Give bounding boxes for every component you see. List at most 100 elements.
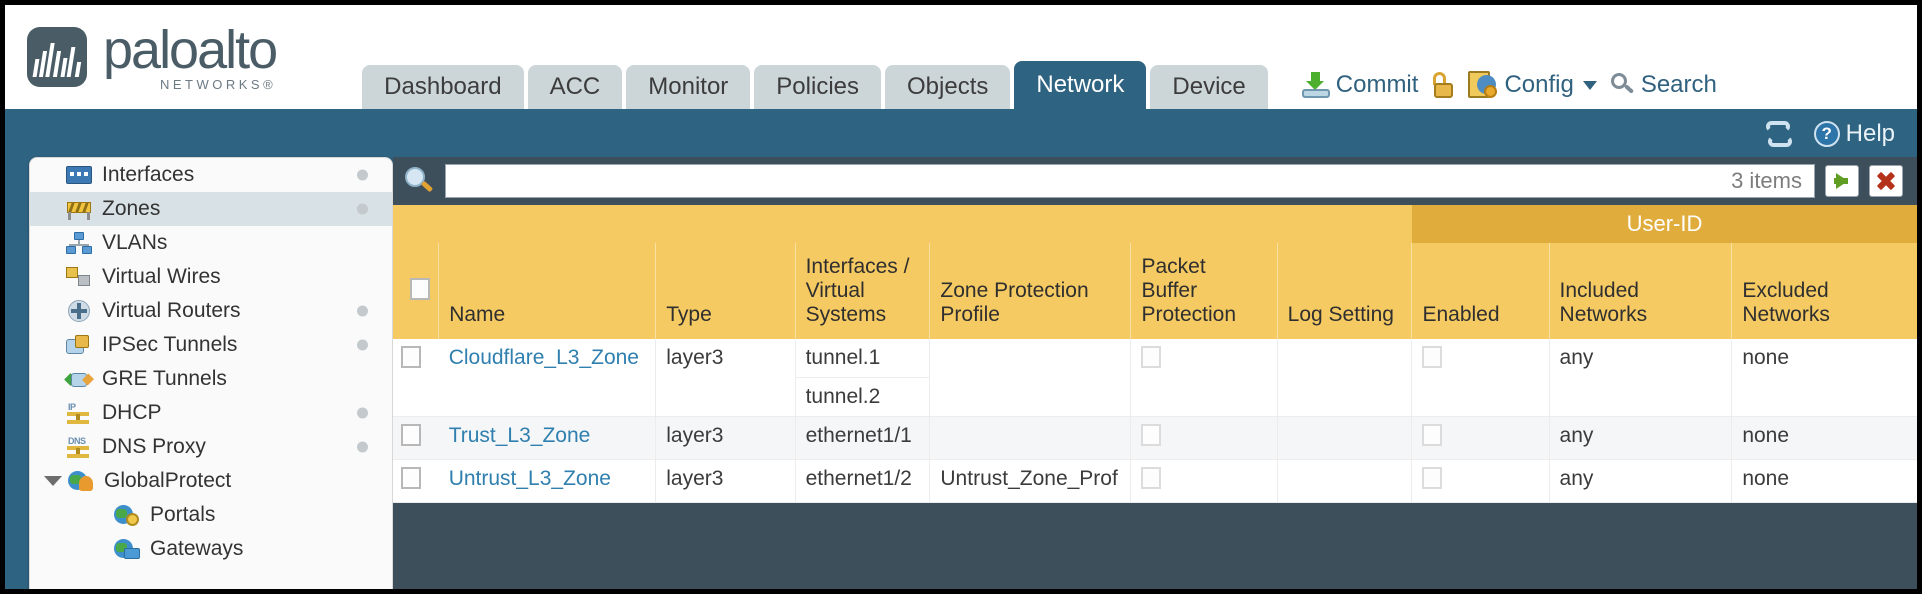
cell-excluded-networks: none bbox=[1731, 416, 1917, 460]
zone-name-link[interactable]: Cloudflare_L3_Zone bbox=[448, 346, 639, 369]
row-checkbox[interactable] bbox=[401, 346, 421, 368]
search-button[interactable]: Search bbox=[1610, 71, 1717, 99]
col-name[interactable]: Name bbox=[438, 243, 656, 339]
clear-filter-button[interactable] bbox=[1869, 165, 1903, 197]
sidebar-item-ipsec-tunnels[interactable]: IPSec Tunnels bbox=[30, 328, 392, 362]
row-checkbox[interactable] bbox=[401, 467, 421, 489]
sidebar-label-dns-proxy: DNS Proxy bbox=[102, 435, 206, 458]
table-row[interactable]: Cloudflare_L3_Zone layer3 tunnel.1 tunne… bbox=[393, 339, 1917, 417]
help-icon: ? bbox=[1813, 121, 1840, 147]
help-label: Help bbox=[1845, 120, 1895, 147]
userid-enabled-checkbox[interactable] bbox=[1422, 346, 1443, 368]
commit-button[interactable]: Commit bbox=[1301, 71, 1419, 99]
cell-zone-protection-profile: Untrust_Zone_Prof bbox=[929, 459, 1131, 503]
cell-log-setting bbox=[1276, 459, 1412, 503]
sidebar-label-gre-tunnels: GRE Tunnels bbox=[102, 367, 227, 390]
cell-type: layer3 bbox=[655, 339, 796, 417]
unlock-button[interactable] bbox=[1432, 72, 1454, 98]
cell-userid-enabled bbox=[1411, 416, 1550, 460]
sidebar-item-zones[interactable]: Zones bbox=[30, 192, 392, 226]
cell-log-setting bbox=[1276, 339, 1412, 417]
sidebar-item-dns-proxy[interactable]: DNS DNS Proxy bbox=[30, 430, 392, 464]
vlans-icon bbox=[66, 232, 92, 254]
row-select-cell bbox=[393, 339, 439, 417]
cell-included-networks: any bbox=[1548, 459, 1732, 503]
interface-entry: tunnel.2 bbox=[805, 385, 881, 408]
virtual-wires-icon bbox=[66, 266, 92, 288]
sidebar-item-globalprotect[interactable]: GlobalProtect bbox=[30, 464, 392, 498]
userid-enabled-checkbox[interactable] bbox=[1422, 467, 1443, 489]
help-button[interactable]: ? Help bbox=[1813, 120, 1895, 148]
group-header-userid: User-ID bbox=[1411, 205, 1917, 243]
expand-triangle-icon[interactable] bbox=[44, 476, 62, 486]
tab-monitor[interactable]: Monitor bbox=[626, 65, 751, 109]
row-checkbox[interactable] bbox=[401, 424, 421, 446]
table-header-row: Name Type Interfaces / Virtual Systems Z… bbox=[393, 243, 1917, 339]
cell-interfaces: ethernet1/2 bbox=[794, 459, 930, 503]
brand-name: paloalto bbox=[103, 20, 278, 80]
ipsec-tunnels-icon bbox=[66, 334, 92, 356]
config-menu-button[interactable]: Config bbox=[1468, 71, 1597, 99]
col-log-setting[interactable]: Log Setting bbox=[1276, 243, 1412, 339]
sidebar-item-gateways[interactable]: Gateways bbox=[30, 532, 392, 566]
globalprotect-icon bbox=[68, 470, 94, 492]
sidebar-label-gateways: Gateways bbox=[150, 537, 244, 560]
table-row[interactable]: Untrust_L3_Zone layer3 ethernet1/2 Untru… bbox=[393, 459, 1917, 503]
packet-buffer-checkbox[interactable] bbox=[1141, 346, 1162, 368]
row-select-cell bbox=[393, 459, 439, 503]
col-packet-buffer-protection[interactable]: Packet Buffer Protection bbox=[1130, 243, 1278, 339]
tab-objects[interactable]: Objects bbox=[885, 65, 1011, 109]
zone-name-link[interactable]: Untrust_L3_Zone bbox=[448, 467, 611, 490]
cell-packet-buffer-protection bbox=[1130, 459, 1278, 503]
sidebar-label-virtual-routers: Virtual Routers bbox=[102, 299, 241, 322]
sidebar-label-globalprotect: GlobalProtect bbox=[104, 469, 232, 492]
network-sidebar: Interfaces Zones VLANs bbox=[29, 157, 393, 589]
tab-acc[interactable]: ACC bbox=[527, 65, 623, 109]
row-select-cell bbox=[393, 416, 439, 460]
sidebar-item-interfaces[interactable]: Interfaces bbox=[30, 158, 392, 192]
col-interfaces[interactable]: Interfaces / Virtual Systems bbox=[794, 243, 930, 339]
cell-zone-protection-profile bbox=[929, 416, 1131, 460]
tab-policies[interactable]: Policies bbox=[754, 65, 881, 109]
cell-packet-buffer-protection bbox=[1130, 416, 1278, 460]
dns-proxy-icon: DNS bbox=[66, 436, 92, 458]
main-nav-tabs: Dashboard ACC Monitor Policies Objects N… bbox=[362, 61, 1272, 109]
tab-device[interactable]: Device bbox=[1150, 65, 1268, 109]
col-type[interactable]: Type bbox=[655, 243, 796, 339]
apply-filter-button[interactable] bbox=[1825, 165, 1859, 197]
unlock-icon bbox=[1432, 72, 1454, 98]
col-userid-enabled[interactable]: Enabled bbox=[1411, 243, 1550, 339]
col-zone-protection-profile[interactable]: Zone Protection Profile bbox=[929, 243, 1131, 339]
packet-buffer-checkbox[interactable] bbox=[1141, 424, 1162, 446]
sidebar-item-virtual-routers[interactable]: Virtual Routers bbox=[30, 294, 392, 328]
select-all-checkbox[interactable] bbox=[409, 277, 430, 300]
sidebar-item-dhcp[interactable]: IP DHCP bbox=[30, 396, 392, 430]
commit-label: Commit bbox=[1335, 71, 1419, 98]
sidebar-item-portals[interactable]: Portals bbox=[30, 498, 392, 532]
col-included-networks[interactable]: Included Networks bbox=[1548, 243, 1732, 339]
zone-name-link[interactable]: Trust_L3_Zone bbox=[448, 424, 591, 447]
userid-enabled-checkbox[interactable] bbox=[1422, 424, 1443, 446]
filter-toolbar: 3 items bbox=[393, 157, 1917, 205]
cell-type: layer3 bbox=[655, 416, 796, 460]
sidebar-label-dhcp: DHCP bbox=[102, 401, 162, 424]
cell-userid-enabled bbox=[1411, 459, 1550, 503]
packet-buffer-checkbox[interactable] bbox=[1141, 467, 1162, 489]
zones-content-panel: 3 items User-ID bbox=[393, 157, 1917, 589]
dhcp-icon: IP bbox=[66, 402, 92, 424]
table-row[interactable]: Trust_L3_Zone layer3 ethernet1/1 any non… bbox=[393, 416, 1917, 460]
search-input[interactable]: 3 items bbox=[445, 164, 1815, 198]
refresh-icon[interactable] bbox=[1765, 121, 1794, 147]
sidebar-item-virtual-wires[interactable]: Virtual Wires bbox=[30, 260, 392, 294]
tab-network[interactable]: Network bbox=[1014, 61, 1147, 109]
col-excluded-networks[interactable]: Excluded Networks bbox=[1731, 243, 1917, 339]
sidebar-item-vlans[interactable]: VLANs bbox=[30, 226, 392, 260]
virtual-routers-icon bbox=[66, 300, 92, 322]
status-dot bbox=[357, 407, 368, 419]
sidebar-label-virtual-wires: Virtual Wires bbox=[102, 265, 221, 288]
tab-dashboard[interactable]: Dashboard bbox=[362, 65, 524, 109]
zones-table-wrap: User-ID Name Type Interfaces / Virtual S… bbox=[393, 205, 1917, 503]
cell-packet-buffer-protection bbox=[1130, 339, 1278, 417]
cell-included-networks: any bbox=[1548, 416, 1732, 460]
sidebar-item-gre-tunnels[interactable]: GRE Tunnels bbox=[30, 362, 392, 396]
